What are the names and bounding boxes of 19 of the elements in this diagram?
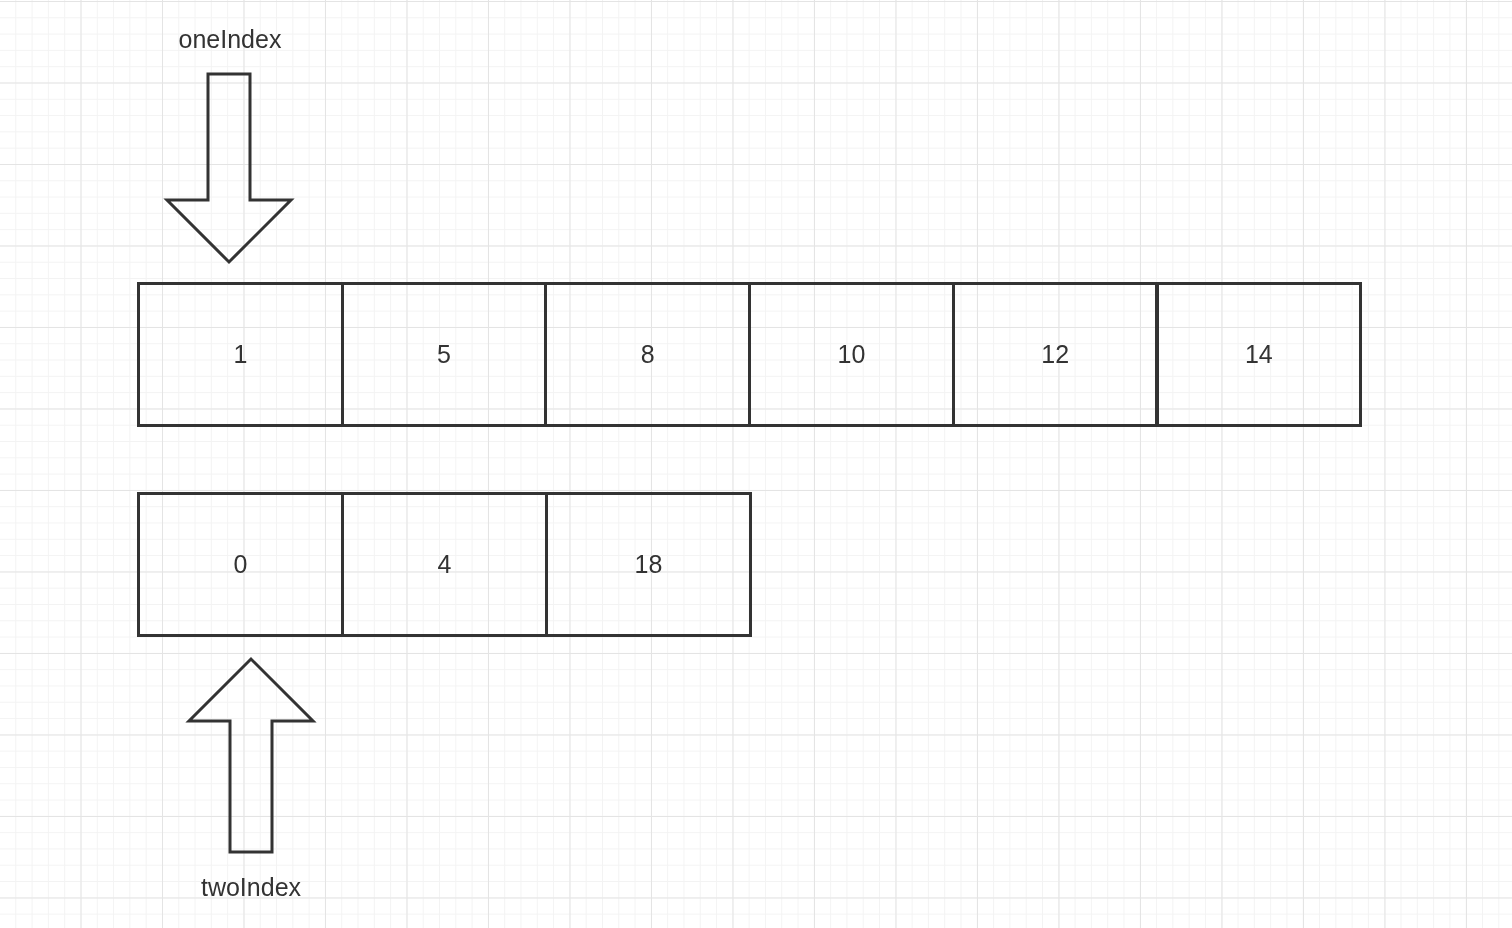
array-cell — [545, 492, 752, 637]
block-arrow — [163, 72, 295, 265]
cell-value: 1 — [233, 340, 248, 369]
array-cell — [748, 282, 955, 427]
pointer-label: twoIndex — [200, 872, 302, 902]
array-cell — [137, 282, 344, 427]
array-cell — [137, 492, 344, 637]
array-cell — [341, 492, 548, 637]
pointer-label: oneIndex — [178, 24, 282, 54]
cell-value: 10 — [837, 340, 866, 369]
cell-value: 0 — [233, 550, 248, 579]
cell-value: 12 — [1041, 340, 1070, 369]
cell-value: 14 — [1244, 340, 1273, 369]
cell-value: 5 — [437, 340, 451, 369]
cell-value: 18 — [634, 550, 663, 579]
cell-value: 8 — [640, 340, 655, 369]
block-arrow — [185, 656, 317, 854]
array-cell — [1155, 282, 1363, 427]
cell-value: 4 — [437, 550, 452, 579]
